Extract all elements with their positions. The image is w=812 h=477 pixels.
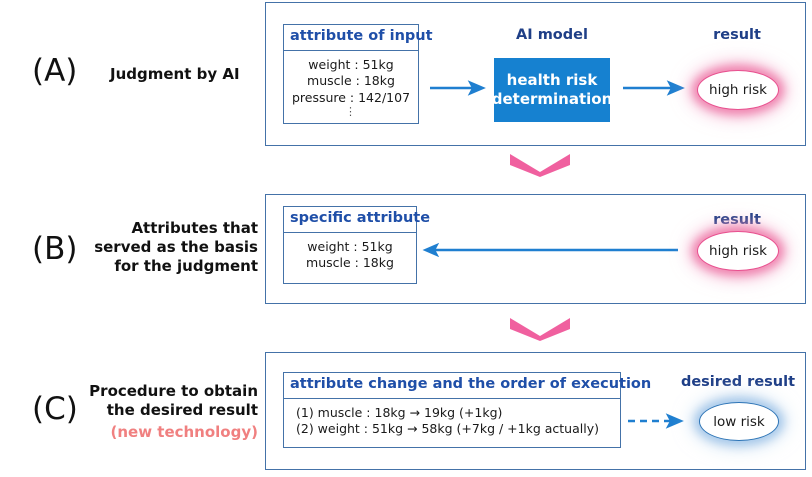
vertical-ellipsis-icon: ⋮ bbox=[345, 105, 357, 119]
section-letter-a: (A) bbox=[32, 53, 78, 89]
section-title-c-line1: Procedure to obtain bbox=[89, 382, 258, 400]
section-title-b-line3: for the judgment bbox=[114, 257, 258, 275]
model-line: determination bbox=[491, 90, 613, 108]
attribute-row: weight : 51kg bbox=[308, 56, 394, 72]
section-title-c-line2: the desired result bbox=[106, 401, 258, 419]
attribute-panel-body: weight : 51kg muscle : 18kg pressure : 1… bbox=[284, 51, 418, 124]
attribute-panel-body: (1) muscle : 18kg → 19kg (+1kg) (2) weig… bbox=[284, 399, 620, 444]
attribute-panel-header: attribute change and the order of execut… bbox=[284, 373, 651, 399]
attribute-row: (1) muscle : 18kg → 19kg (+1kg) bbox=[296, 404, 503, 420]
section-title-b-line2: served as the basis bbox=[94, 238, 258, 256]
result-node-c: low risk bbox=[699, 402, 779, 441]
attribute-panel-header: attribute of input bbox=[284, 25, 433, 51]
section-title-b-line1: Attributes that bbox=[131, 219, 258, 237]
result-badge-high-risk: high risk bbox=[697, 231, 779, 271]
result-badge-high-risk: high risk bbox=[697, 70, 779, 110]
attribute-row: weight : 51kg bbox=[307, 238, 393, 254]
section-title-a: Judgment by AI bbox=[110, 65, 240, 83]
arrow-right-icon-a1 bbox=[430, 80, 486, 96]
attribute-panel-change-order: attribute change and the order of execut… bbox=[283, 372, 651, 448]
attribute-panel-body: weight : 51kg muscle : 18kg bbox=[284, 233, 416, 278]
chevron-down-icon-bc bbox=[510, 318, 570, 341]
ai-model-box: health risk determination bbox=[491, 58, 613, 122]
model-line: health risk bbox=[506, 70, 598, 89]
chevron-down-icon-ab bbox=[510, 154, 570, 177]
section-letter-c: (C) bbox=[32, 391, 78, 427]
attribute-row: muscle : 18kg bbox=[306, 255, 394, 271]
result-badge-low-risk: low risk bbox=[699, 402, 779, 441]
section-letter-b: (B) bbox=[32, 231, 78, 267]
attribute-row: muscle : 18kg bbox=[307, 73, 395, 89]
attribute-panel-header: specific attribute bbox=[284, 207, 430, 233]
attribute-panel-input: attribute of input weight : 51kg muscle … bbox=[283, 24, 433, 124]
arrow-dashed-right-icon-c bbox=[628, 413, 684, 429]
result-node-a: high risk bbox=[697, 70, 779, 110]
arrow-left-icon-b bbox=[422, 242, 678, 258]
result-caption-a: result bbox=[713, 27, 761, 43]
attribute-panel-specific: specific attribute weight : 51kg muscle … bbox=[283, 206, 430, 284]
arrow-right-icon-a2 bbox=[623, 80, 685, 96]
result-node-b: high risk bbox=[697, 231, 779, 271]
result-caption-b: result bbox=[713, 212, 761, 228]
attribute-row: pressure : 142/107 bbox=[291, 89, 411, 105]
model-caption: AI model bbox=[516, 27, 588, 43]
section-subtitle-c: (new technology) bbox=[110, 423, 258, 441]
attribute-row: (2) weight : 51kg → 58kg (+7kg / +1kg ac… bbox=[296, 421, 599, 437]
result-caption-c: desired result bbox=[680, 374, 796, 390]
